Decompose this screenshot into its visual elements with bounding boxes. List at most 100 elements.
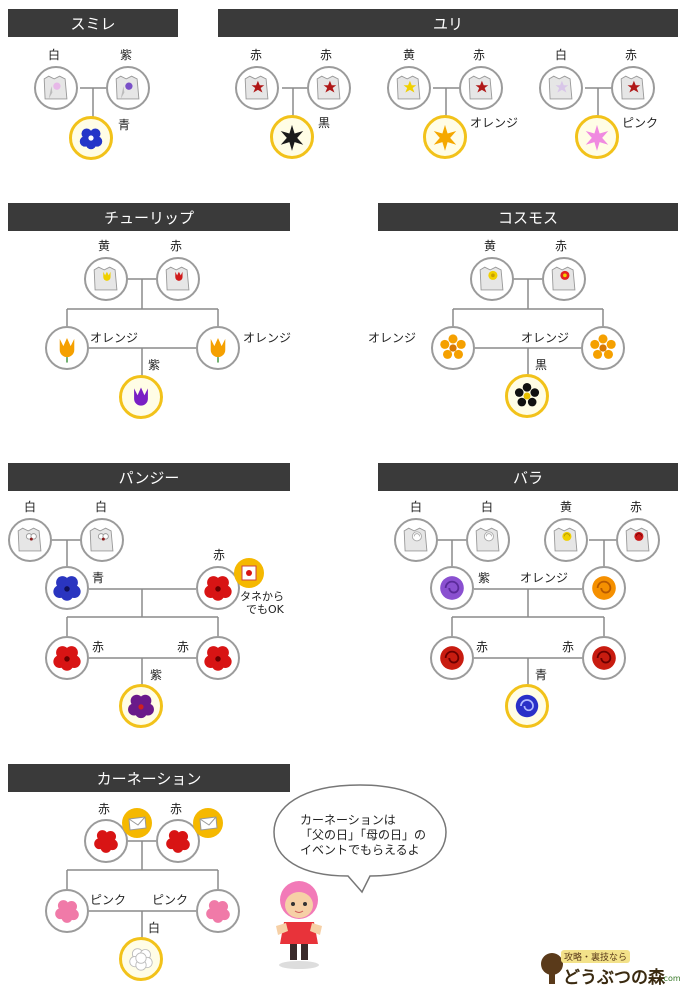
flower-color-label: 赤: [476, 640, 489, 654]
carnation-red-flower-icon: [84, 819, 128, 863]
flower-color-label: 白: [555, 48, 568, 62]
rose-red-flower-icon: [430, 636, 474, 680]
flower-color-label: 白: [24, 500, 37, 514]
flower-color-label: ピンク: [622, 116, 659, 130]
section-title-sumire: スミレ: [8, 9, 178, 37]
pansy-note-line1: タネから: [240, 590, 284, 603]
flower-color-label: 紫: [478, 571, 491, 585]
tulip-purple-flower-icon: [119, 375, 163, 419]
rose-orange-flower-icon: [582, 566, 626, 610]
flower-color-label: 青: [118, 118, 131, 132]
flower-color-label: 赤: [250, 48, 263, 62]
seed-bag-lily-red-icon: [459, 66, 503, 110]
flower-color-label: 赤: [170, 239, 183, 253]
flower-color-label: 赤: [213, 548, 226, 562]
flower-color-label: 黄: [98, 239, 111, 253]
flower-color-label: 白: [410, 500, 423, 514]
pansy-red-flower-icon: [45, 636, 89, 680]
carnation-pink-flower-icon: [196, 889, 240, 933]
logo-title: どうぶつの森: [563, 968, 665, 988]
lily-orange-flower-icon: [423, 115, 467, 159]
carnation-white-flower-icon: [119, 937, 163, 981]
flower-color-label: 白: [148, 921, 161, 935]
site-logo: 攻略・裏技なら どうぶつの森 .com: [537, 950, 682, 988]
cosmos-orange-flower-icon: [581, 326, 625, 370]
flower-color-label: 黒: [535, 358, 548, 372]
seed-bag-lily-yellow-icon: [387, 66, 431, 110]
flower-color-label: 赤: [170, 802, 183, 816]
speech-line-2: 「父の日」「母の日」の: [300, 828, 427, 842]
flower-color-label: 赤: [92, 640, 105, 654]
flower-color-label: ピンク: [90, 893, 127, 907]
seed-bag-rose-white-icon: [394, 518, 438, 562]
flower-color-label: 赤: [630, 500, 643, 514]
seed-bag-rose-white-icon: [466, 518, 510, 562]
flower-color-label: 赤: [320, 48, 333, 62]
flower-color-label: 黒: [318, 116, 331, 130]
flower-color-label: 赤: [473, 48, 486, 62]
rose-red-flower-icon: [582, 636, 626, 680]
flower-color-label: 黄: [484, 239, 497, 253]
flower-color-label: オレンジ: [243, 331, 292, 345]
speech-line-1: カーネーションは: [300, 813, 396, 827]
pansy-red-flower-icon: [196, 566, 240, 610]
section-title-tulip: チューリップ: [8, 203, 290, 231]
flower-color-label: 赤: [625, 48, 638, 62]
seed-bag-cosmos-yellow-icon: [470, 257, 514, 301]
flower-color-label: 赤: [98, 802, 111, 816]
rose-purple-flower-icon: [430, 566, 474, 610]
seed-bag-rose-yellow-icon: [544, 518, 588, 562]
carnation-pink-flower-icon: [45, 889, 89, 933]
logo-tagline: 攻略・裏技なら: [561, 950, 631, 963]
seed-bag-lily-red-icon: [611, 66, 655, 110]
flower-color-label: オレンジ: [470, 116, 519, 130]
seed-bag-violet-white-icon: [34, 66, 78, 110]
cosmos-black-flower-icon: [505, 374, 549, 418]
flower-color-label: 赤: [555, 239, 568, 253]
seed-bag-pansy-white-icon: [8, 518, 52, 562]
flower-color-label: オレンジ: [90, 331, 139, 345]
seed-bag-violet-purple-icon: [106, 66, 150, 110]
gift-letter-icon: [122, 808, 152, 838]
flower-color-label: 赤: [177, 640, 190, 654]
seed-bag-lily-white-icon: [539, 66, 583, 110]
flower-color-label: オレンジ: [368, 331, 417, 345]
seed-bag-pansy-white-icon: [80, 518, 124, 562]
seed-bag-tulip-yellow-icon: [84, 257, 128, 301]
section-title-yuri: ユリ: [218, 9, 678, 37]
pansy-purple-flower-icon: [119, 684, 163, 728]
flower-color-label: 黄: [560, 500, 573, 514]
flower-color-label: 赤: [562, 640, 575, 654]
flower-color-label: 白: [95, 500, 108, 514]
flower-color-label: 紫: [120, 48, 133, 62]
section-title-rose: バラ: [378, 463, 678, 491]
seed-bag-lily-red-icon: [307, 66, 351, 110]
flower-color-label: 白: [481, 500, 494, 514]
seed-bag-tulip-red-icon: [156, 257, 200, 301]
flower-color-label: オレンジ: [520, 571, 569, 585]
tree-logo-icon: [541, 953, 563, 984]
lily-pink-flower-icon: [575, 115, 619, 159]
flower-color-label: 紫: [150, 668, 163, 682]
cosmos-orange-flower-icon: [431, 326, 475, 370]
tulip-orange-flower-icon: [45, 326, 89, 370]
tulip-orange-flower-icon: [196, 326, 240, 370]
logo-domain: .com: [661, 974, 681, 983]
lily-black-flower-icon: [270, 115, 314, 159]
flower-color-label: 青: [92, 571, 105, 585]
flower-color-label: オレンジ: [521, 331, 570, 345]
pansy-note-line2: でもOK: [246, 603, 284, 616]
violet-blue-flower-icon: [69, 116, 113, 160]
seed-bag-rose-red-icon: [616, 518, 660, 562]
speech-line-3: イベントでもらえるよ: [300, 843, 420, 857]
flower-color-label: 白: [48, 48, 61, 62]
flower-color-label: 青: [535, 668, 548, 682]
pansy-red-flower-icon: [196, 636, 240, 680]
flower-color-label: 紫: [148, 358, 161, 372]
gift-letter-icon: [193, 808, 223, 838]
rose-blue-flower-icon: [505, 684, 549, 728]
villager-character-icon: [276, 881, 322, 969]
carnation-red-flower-icon: [156, 819, 200, 863]
flower-color-label: ピンク: [152, 893, 189, 907]
